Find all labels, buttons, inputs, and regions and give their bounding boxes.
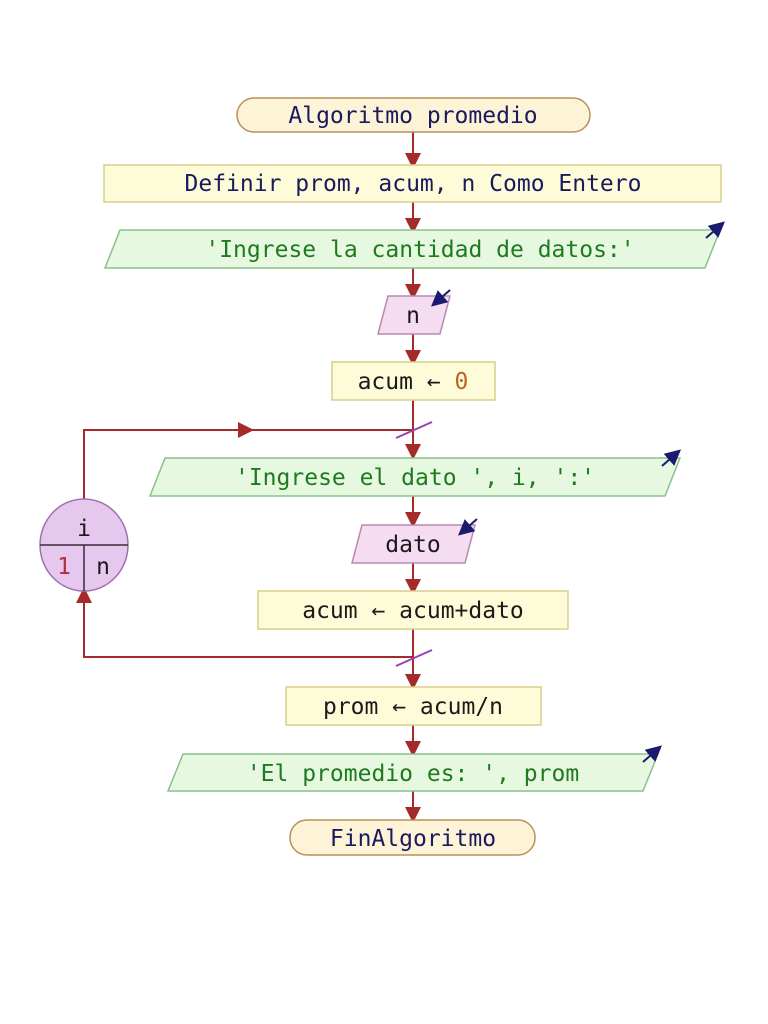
assign-acum-init-value: 0 [455, 369, 469, 395]
loop-node[interactable]: i 1 n [39, 498, 129, 592]
assign-arrow: ← [427, 369, 441, 395]
output-result[interactable]: 'El promedio es: ', prom [166, 745, 663, 792]
output-result-text: 'El promedio es: ', prom [247, 761, 579, 787]
output-prompt-dato[interactable]: 'Ingrese el dato ', i, ':' [148, 449, 682, 497]
loop-end-value: n [96, 554, 110, 580]
assign-acum-init-var: acum [358, 369, 413, 395]
output-indicator-icon [705, 221, 726, 239]
end-terminal[interactable]: FinAlgoritmo [289, 819, 536, 856]
assign-acum-init-text: acum ← 0 [358, 369, 469, 395]
assign-prom-text: prom ← acum/n [323, 694, 503, 720]
loop-entry-connector [83, 422, 254, 500]
input-indicator-icon [457, 518, 478, 536]
assign-prom[interactable]: prom ← acum/n [285, 686, 542, 726]
define-process-text: Definir prom, acum, n Como Entero [185, 171, 642, 197]
start-terminal[interactable]: Algoritmo promedio [236, 97, 591, 133]
input-n[interactable]: n [377, 289, 451, 335]
output-indicator-icon [642, 745, 663, 763]
loop-markers [395, 421, 433, 667]
end-terminal-text: FinAlgoritmo [330, 826, 496, 852]
loop-exit-marker [395, 649, 433, 667]
loop-variable: i [77, 516, 91, 542]
assign-acum-init[interactable]: acum ← 0 [331, 361, 496, 401]
output-prompt-n[interactable]: 'Ingrese la cantidad de datos:' [103, 221, 726, 269]
loop-start-value: 1 [57, 554, 71, 580]
define-process[interactable]: Definir prom, acum, n Como Entero [103, 164, 722, 203]
output-prompt-dato-text: 'Ingrese el dato ', i, ':' [235, 465, 595, 491]
input-indicator-icon [430, 289, 451, 307]
assign-acum-sum[interactable]: acum ← acum+dato [257, 590, 569, 630]
input-dato-text: dato [385, 532, 440, 558]
input-n-text: n [406, 303, 420, 329]
loop-entry-marker [395, 421, 433, 439]
output-prompt-n-text: 'Ingrese la cantidad de datos:' [205, 237, 634, 263]
start-terminal-text: Algoritmo promedio [288, 103, 537, 129]
output-indicator-icon [661, 449, 682, 467]
assign-acum-sum-text: acum ← acum+dato [302, 598, 524, 624]
connectors [76, 132, 421, 823]
loop-return-connector [76, 587, 413, 658]
input-dato[interactable]: dato [351, 518, 478, 564]
